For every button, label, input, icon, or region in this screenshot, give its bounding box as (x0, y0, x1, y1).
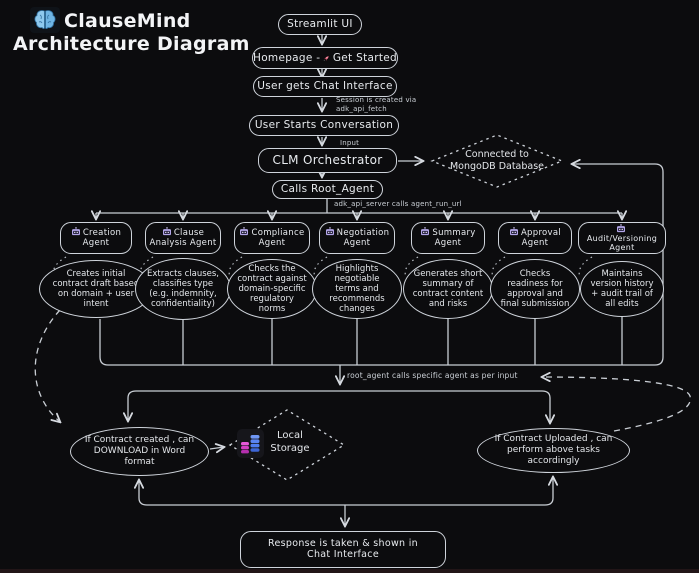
node-orchestrator: CLM Orchestrator (258, 148, 397, 173)
arrow-up-upload (345, 477, 553, 506)
logo-bg (30, 7, 60, 33)
edge-label-root-call: root_agent calls specific agent as per i… (347, 371, 518, 380)
node-label: Calls Root_Agent (280, 183, 375, 196)
agent-desc-ellipse: Maintains version history + audit trail … (580, 261, 664, 317)
collector-to-mongodb (99, 164, 664, 366)
bottom-loop (139, 447, 553, 526)
agent-box: Approval Agent (498, 222, 572, 254)
edge-label-adk: adk_api_server calls agent_run_url (334, 200, 462, 208)
dashed-arrow-upload-to-rootcall (542, 377, 691, 432)
ellipse-label: If Contract created , can DOWNLOAD in Wo… (84, 434, 195, 468)
arrow-to-download (128, 390, 340, 421)
agent-branch-arrows (96, 199, 622, 219)
agent-box: Audit/Versioning Agent (578, 222, 666, 254)
bottom-edge (0, 569, 699, 573)
flow-arrows (322, 35, 423, 177)
collector-lines (99, 164, 664, 384)
robot-icon (162, 227, 171, 236)
mongodb-diamond-outline (430, 134, 564, 188)
agent-desc: Creates initial contract draft based on … (52, 268, 140, 310)
agent-desc: Checks readiness for approval and final … (500, 268, 570, 310)
node-label: Get Started (332, 51, 397, 64)
agent-desc-ellipse: Highlights negotiable terms and recommen… (312, 259, 402, 319)
upload-ellipse: If Contract Uploaded , can perform above… (477, 428, 630, 473)
agent-desc-ellipse: Creates initial contract draft based on … (39, 260, 153, 318)
edge-label-input: Input (340, 139, 360, 147)
agent-label: Creation Agent (82, 228, 122, 248)
robot-icon (71, 227, 80, 236)
agent-desc: Checks the contract against domain-speci… (237, 263, 307, 315)
node-streamlit-ui: Streamlit UI (278, 14, 362, 35)
agent-label: Compliance Agent (251, 228, 305, 248)
agent-label: Summary Agent (432, 228, 476, 248)
agent-box: Compliance Agent (234, 222, 310, 254)
brain-icon (30, 7, 60, 33)
agent-desc-ellipse: Extracts clauses, classifies type (e.g. … (135, 258, 231, 320)
node-label: Response is taken & shown in Chat Interf… (268, 537, 418, 560)
node-conversation: User Starts Conversation (249, 115, 399, 136)
arrow-to-upload (340, 390, 550, 423)
node-label: Streamlit UI (287, 18, 353, 31)
node-chat-interface: User gets Chat Interface (253, 76, 397, 97)
agent-desc: Extracts clauses, classifies type (e.g. … (147, 268, 219, 310)
agent-desc: Highlights negotiable terms and recommen… (329, 263, 385, 315)
robot-icon (325, 227, 334, 236)
database-icon (237, 429, 264, 458)
page-title: Architecture Diagram (13, 33, 250, 55)
agent-box: Creation Agent (60, 222, 132, 254)
agent-box: Clause Analysis Agent (145, 222, 221, 254)
local-storage-diamond-outline (228, 409, 346, 481)
agent-desc-ellipse: Generates short summary of contract cont… (403, 259, 493, 319)
node-label: User Starts Conversation (254, 119, 394, 132)
node-label: User gets Chat Interface (257, 80, 393, 93)
mongodb-diamond-label: Connected to MongoDB Database (449, 149, 545, 172)
robot-icon (617, 223, 625, 232)
node-response: Response is taken & shown in Chat Interf… (240, 531, 446, 568)
agent-label: Negotiation Agent (336, 228, 390, 248)
node-label: CLM Orchestrator (272, 152, 383, 167)
agent-desc: Generates short summary of contract cont… (412, 268, 484, 310)
agent-label: Approval Agent (520, 228, 562, 248)
agent-label: Clause Analysis Agent (149, 228, 217, 248)
robot-icon (421, 227, 430, 236)
download-ellipse: If Contract created , can DOWNLOAD in Wo… (70, 427, 209, 476)
agent-desc-ellipse: Checks readiness for approval and final … (490, 259, 580, 319)
arrow-to-storage (209, 447, 224, 449)
agent-box: Summary Agent (411, 222, 485, 254)
agent-desc-ellipse: Checks the contract against domain-speci… (227, 259, 317, 319)
dashed-arrow-create-to-download (34, 309, 60, 422)
node-label: Homepage - (253, 51, 321, 64)
ellipse-label: If Contract Uploaded , can perform above… (494, 433, 613, 467)
robot-icon (509, 227, 518, 236)
split-arrows (128, 390, 550, 423)
dashed-arrows (34, 309, 691, 432)
local-storage-label: Local Storage (270, 430, 310, 454)
agent-desc: Maintains version history + audit trail … (590, 268, 654, 310)
node-calls-root-agent: Calls Root_Agent (272, 180, 383, 199)
robot-icon (240, 227, 249, 236)
node-homepage: Homepage - Get Started (252, 47, 398, 69)
agent-label: Audit/Versioning Agent (586, 233, 658, 253)
app-title: ClauseMind (64, 10, 191, 32)
rocket-icon (324, 55, 330, 61)
agent-box: Negotiation Agent (319, 222, 395, 254)
arrow-up-download (139, 480, 345, 506)
edge-label-session: Session is created via adk_api_fetch (336, 96, 417, 114)
